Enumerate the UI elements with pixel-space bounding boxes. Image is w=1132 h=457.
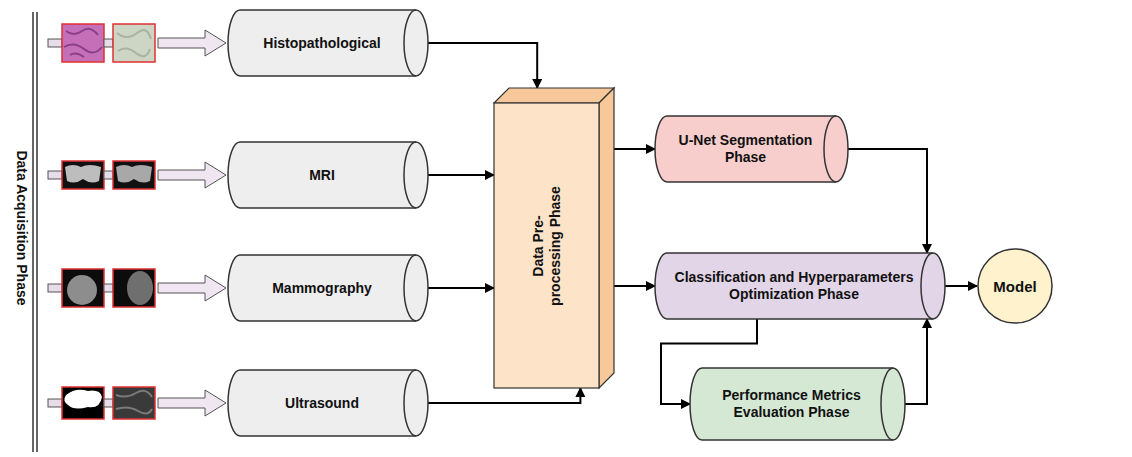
thumbnail-row: [48, 387, 226, 419]
histology-image: [113, 24, 155, 62]
tissue-texture: [117, 30, 151, 56]
text-box: Mammography: [246, 280, 398, 297]
node-label: Histopathological: [246, 35, 398, 52]
mri-image: [62, 161, 104, 189]
input-cylinder: Ultrasound: [228, 370, 428, 436]
feed-bar: [48, 399, 62, 407]
flow-arrow: [428, 287, 494, 289]
phase-cylinder: U-Net Segmentation Phase: [655, 116, 848, 182]
lesion-mask: [64, 390, 102, 409]
thumbnail-row: [48, 24, 226, 62]
input-cylinder: MRI: [228, 142, 428, 208]
text-box: Histopathological: [246, 35, 398, 52]
cylinder-body: [655, 253, 945, 319]
flow-arrow: [905, 319, 927, 404]
node-label: Ultrasound: [246, 395, 398, 412]
ultrasound-texture: [116, 391, 152, 414]
input-arrow: [158, 390, 226, 416]
cylinder-cap: [824, 116, 836, 182]
flow-arrow: [614, 285, 655, 287]
text-box: Performance Metrics Evaluation Phase: [708, 387, 875, 421]
input-arrow: [158, 275, 226, 301]
bracket-line: [36, 12, 38, 452]
box-side: [599, 88, 614, 388]
node-label: Classification and Hyperparameters Optim…: [673, 269, 915, 303]
input-arrow: [158, 30, 226, 56]
flow-arrow: [428, 43, 537, 88]
ultrasound-image: [113, 387, 155, 419]
text-box: Ultrasound: [246, 395, 398, 412]
feed-bar: [104, 399, 113, 407]
node-label: Mammography: [246, 280, 398, 297]
cylinder-body: [228, 255, 428, 321]
tissue-texture: [64, 29, 102, 57]
cylinder-cap: [881, 368, 893, 440]
flow-arrow: [428, 388, 580, 403]
input-cylinder: Mammography: [228, 255, 428, 321]
phase-cylinder: Classification and Hyperparameters Optim…: [655, 253, 945, 319]
box-front: [494, 103, 599, 388]
node-label: Performance Metrics Evaluation Phase: [708, 387, 875, 421]
feed-bar: [48, 171, 62, 179]
phase-cylinder: Performance Metrics Evaluation Phase: [690, 368, 905, 440]
flow-arrow: [614, 148, 655, 150]
feed-bar: [104, 171, 113, 179]
cylinder-cap: [404, 142, 416, 208]
breast-scan: [67, 275, 97, 305]
flow-arrow: [848, 149, 927, 253]
text-box: MRI: [246, 167, 398, 184]
cylinder-body: [228, 370, 428, 436]
text-box: Data Pre-processing Phase: [530, 183, 564, 308]
cylinder-body: [228, 142, 428, 208]
cylinder-cap: [404, 255, 416, 321]
feed-bar: [104, 39, 113, 47]
feed-bar: [104, 284, 113, 292]
cylinder-body: [228, 10, 428, 76]
flow-arrow: [945, 285, 977, 287]
feed-bar: [48, 39, 62, 47]
breast-scan: [127, 271, 153, 305]
cylinder-cap: [921, 253, 933, 319]
thumbnail-row: [48, 161, 226, 189]
circle-outline: [978, 249, 1052, 323]
flow-arrow: [428, 174, 494, 176]
node-label: U-Net Segmentation Phase: [673, 132, 818, 166]
text-box: Classification and Hyperparameters Optim…: [673, 269, 915, 303]
mammogram-image: [62, 269, 104, 307]
input-cylinder: Histopathological: [228, 10, 428, 76]
ultrasound-mask: [62, 387, 104, 419]
mri-scan: [65, 165, 101, 183]
text-box: Model: [983, 278, 1047, 295]
node-label: MRI: [246, 167, 398, 184]
feed-bar: [48, 284, 62, 292]
cylinder-body: [690, 368, 905, 440]
cylinder-cap: [404, 10, 416, 76]
input-arrow: [158, 162, 226, 188]
node-label: Data Pre-processing Phase: [530, 183, 564, 308]
output-circle: Model: [977, 248, 1053, 324]
text-box: U-Net Segmentation Phase: [673, 132, 818, 166]
thumbnail-row: [48, 269, 226, 307]
phase-label: Data Acquisition Phase: [14, 150, 30, 305]
bracket-line: [32, 12, 34, 452]
mri-image: [113, 161, 155, 189]
mammogram-image: [113, 269, 155, 307]
process-block: Data Pre-processing Phase: [494, 88, 614, 388]
box-top: [494, 88, 614, 103]
cylinder-body: [655, 116, 848, 182]
mri-scan: [116, 165, 152, 183]
node-label: Model: [983, 278, 1047, 295]
cylinder-cap: [404, 370, 416, 436]
histology-image: [62, 24, 104, 62]
